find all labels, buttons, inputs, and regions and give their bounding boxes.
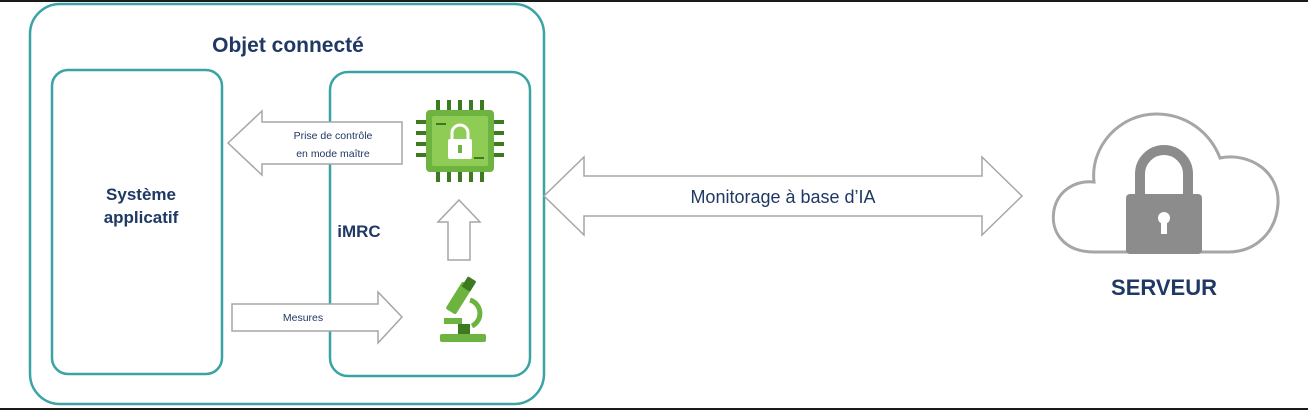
server-label: SERVEUR (1111, 275, 1217, 300)
connected-object-title: Objet connecté (212, 34, 364, 57)
app-system-label-line2: applicatif (104, 208, 179, 227)
app-system-box (50, 68, 224, 376)
monitoring-arrow (542, 155, 1024, 237)
measures-arrow (231, 290, 404, 345)
control-arrow-label-line2: en mode maître (296, 148, 370, 160)
control-arrow-label-line1: Prise de contrôle (294, 130, 373, 142)
app-system-label-line1: Système (106, 185, 176, 204)
measures-arrow-label: Mesures (283, 312, 323, 324)
microscope-icon (440, 276, 486, 342)
cloud-lock-icon (1051, 112, 1280, 254)
up-arrow (436, 198, 482, 261)
secure-chip-icon (416, 100, 504, 182)
imrc-label: iMRC (337, 222, 380, 241)
control-arrow (226, 109, 403, 177)
monitoring-arrow-label: Monitorage à base d’IA (690, 187, 875, 207)
